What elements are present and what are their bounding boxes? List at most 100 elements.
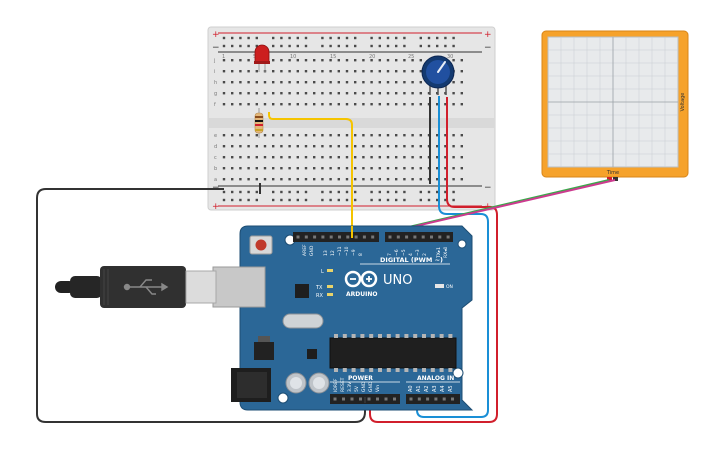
breadboard-hole	[337, 81, 340, 84]
breadboard-hole	[370, 92, 373, 95]
breadboard-hole	[419, 145, 422, 148]
resistor[interactable]	[254, 108, 264, 138]
breadboard-hole	[362, 59, 365, 62]
breadboard-hole	[452, 145, 455, 148]
breadboard-hole	[313, 70, 316, 73]
breadboard-hole	[288, 103, 291, 106]
breadboard-hole	[239, 145, 242, 148]
digital-pwm-label: DIGITAL (PWM ~)	[380, 256, 443, 264]
potentiometer[interactable]	[421, 55, 455, 95]
pin-label: 8	[358, 253, 364, 256]
column-numbers: 1 5 10 15 20 25 30	[222, 54, 453, 60]
breadboard-hole	[296, 81, 299, 84]
breadboard-hole	[272, 134, 275, 137]
breadboard-hole	[345, 59, 349, 62]
breadboard-hole	[288, 167, 291, 170]
led-rim	[254, 61, 270, 64]
breadboard-hole	[329, 178, 332, 181]
breadboard-hole	[239, 134, 242, 137]
header-pin	[359, 397, 362, 401]
breadboard-hole	[288, 178, 291, 181]
red-wire-pot-to-5v[interactable]	[369, 97, 498, 423]
header-pin	[338, 235, 341, 239]
breadboard-hole	[296, 70, 299, 73]
breadboard-hole	[403, 167, 406, 170]
ic-pin	[378, 368, 382, 372]
ic-pin	[386, 368, 391, 372]
breadboard-hole	[378, 134, 381, 137]
oscilloscope[interactable]: Time Voltage	[541, 30, 689, 181]
scope-probe-negative[interactable]	[613, 177, 618, 181]
breadboard-hole	[255, 103, 258, 106]
blue-wire-pot-to-a0[interactable]	[416, 96, 489, 418]
uno-model-text: UNO	[383, 273, 412, 288]
rail-hole	[222, 36, 226, 40]
rail-hole	[272, 44, 275, 48]
breadboard-hole	[280, 145, 283, 148]
rail-hole	[436, 44, 439, 48]
breadboard-holes[interactable]	[222, 36, 463, 202]
rail-hole	[329, 44, 332, 48]
pin-label: GND	[368, 381, 374, 392]
header-pin	[409, 397, 413, 401]
breadboard-hole	[263, 167, 267, 170]
breadboard-hole	[460, 167, 463, 170]
breadboard-hole	[345, 145, 349, 148]
header-pins[interactable]	[296, 235, 455, 401]
breadboard-hole	[288, 134, 291, 137]
breadboard-hole	[411, 92, 414, 95]
yellow-wire-resistor-to-pin13[interactable]	[268, 112, 353, 238]
pin-label: 12	[330, 250, 336, 256]
breadboard-hole	[321, 178, 324, 181]
breadboard-hole	[345, 167, 349, 170]
breadboard-hole	[263, 156, 267, 159]
breadboard-hole	[354, 81, 357, 84]
header-pin	[376, 397, 379, 401]
rail-hole	[427, 190, 431, 194]
rail-hole	[427, 198, 431, 202]
scope-probe-positive[interactable]	[607, 177, 612, 181]
bottom-pin-labels: IOREF RESET 3.3V 5V GND GND Vin A0 A1 A2…	[333, 377, 454, 392]
breadboard-hole	[378, 156, 381, 159]
breadboard-hole	[313, 178, 316, 181]
breadboard-hole	[354, 59, 357, 62]
breadboard-hole	[378, 92, 381, 95]
breadboard-hole	[411, 167, 414, 170]
ic-pin	[404, 368, 409, 372]
breadboard-hole	[378, 167, 381, 170]
header-pin	[350, 397, 354, 401]
breadboard-hole	[247, 156, 250, 159]
rail-hole	[222, 198, 226, 202]
ic-pin	[378, 334, 382, 338]
rail-hole	[395, 190, 398, 194]
column-number: 1	[222, 54, 225, 60]
usb-cable[interactable]	[55, 266, 186, 308]
rail-hole	[386, 44, 390, 48]
reset-button[interactable]	[255, 239, 267, 251]
pin-label: ~5	[401, 249, 407, 256]
resistor-band	[255, 124, 263, 126]
arduino-brand-text: ARDUINO	[346, 291, 377, 298]
rail-hole	[272, 36, 275, 40]
pin-label: RX◂0	[443, 247, 449, 258]
black-wire-gnd[interactable]	[36, 188, 366, 423]
arduino-uno[interactable]: AREF GND 13 12 ~11 ~10 ~9 8 7 ~6 ~5 4 ~3…	[55, 225, 474, 411]
breadboard-hole	[452, 156, 455, 159]
red-led[interactable]	[254, 44, 270, 72]
ic-pin	[422, 368, 426, 372]
column-number: 10	[290, 54, 296, 60]
breadboard-hole	[313, 167, 316, 170]
pin-label: 7	[387, 253, 393, 256]
header-pin	[296, 235, 300, 239]
breadboard-hole	[370, 81, 373, 84]
breadboard-hole	[247, 103, 250, 106]
rail-hole	[427, 44, 431, 48]
rail-hole	[231, 198, 234, 202]
wires[interactable]	[36, 96, 616, 423]
breadboard-hole	[411, 81, 414, 84]
breadboard-hole	[329, 167, 332, 170]
rail-hole	[354, 198, 357, 202]
pin-label: ~11	[337, 246, 343, 256]
